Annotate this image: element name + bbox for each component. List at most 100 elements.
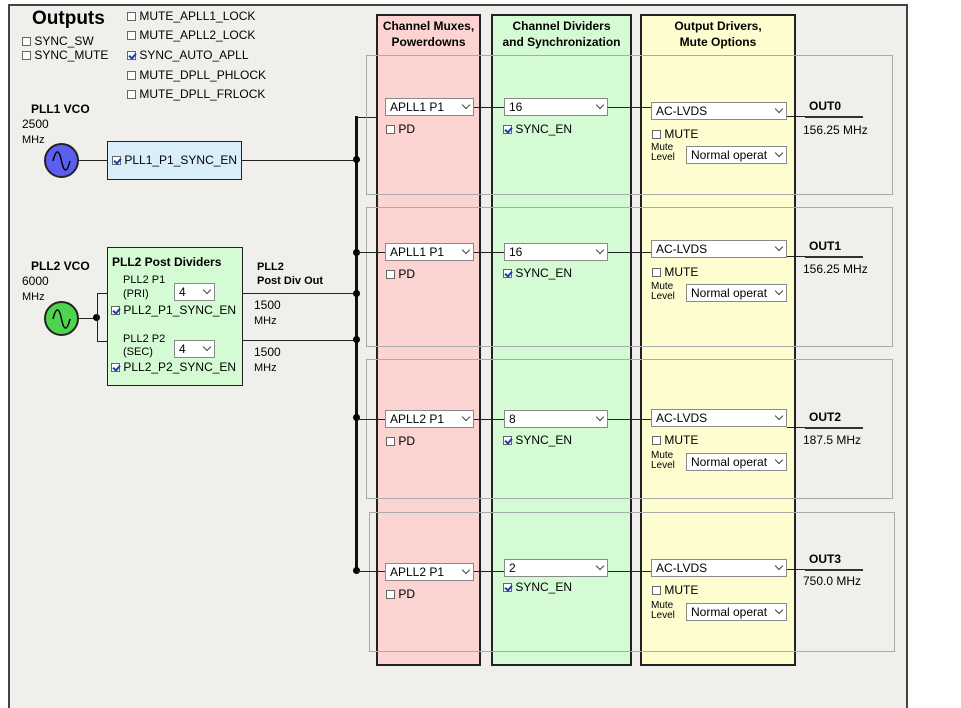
checkbox-icon[interactable] (503, 583, 512, 593)
pll2-p1-select[interactable]: 4 (174, 283, 215, 301)
checkbox-icon[interactable] (22, 51, 31, 61)
chevron-down-icon (461, 100, 471, 110)
chevron-down-icon (595, 100, 605, 110)
checkbox-icon[interactable] (111, 306, 120, 316)
mux-column-header: Channel Muxes,Powerdowns (382, 19, 475, 49)
channel-1-sync-checkbox[interactable]: SYNC_EN (503, 266, 572, 280)
channel-0-pd-checkbox[interactable]: PD (386, 122, 415, 136)
channel-3-mux-select[interactable]: APLL2 P1 (385, 563, 474, 581)
checkbox-icon[interactable] (503, 436, 512, 446)
channel-2-pd-checkbox[interactable]: PD (386, 434, 415, 448)
outputs-title: Outputs (32, 8, 105, 29)
chevron-down-icon (774, 286, 784, 296)
channel-3-divider-select[interactable]: 2 (504, 559, 608, 577)
channel-0-sync-checkbox[interactable]: SYNC_EN (503, 122, 572, 136)
pll2-post-div-title: PLL2 Post Dividers (112, 255, 222, 269)
channel-2-out-freq: 187.5 MHz (803, 433, 862, 447)
checkbox-icon[interactable] (127, 71, 136, 81)
channel-3-out-name: OUT3 (809, 552, 842, 566)
channel-3-mute-checkbox[interactable]: MUTE (652, 583, 698, 597)
chevron-down-icon (461, 412, 471, 422)
channel-0-driver-select[interactable]: AC-LVDS (651, 102, 787, 120)
channel-1-pd-checkbox[interactable]: PD (386, 267, 415, 281)
mute-dpll-frlock-checkbox[interactable]: MUTE_DPLL_FRLOCK (127, 87, 265, 101)
pll2-p2-select[interactable]: 4 (174, 340, 215, 358)
channel-0-out-freq: 156.25 MHz (803, 123, 868, 137)
pll2-out-title: PLL2 (257, 261, 284, 273)
sync-sw-checkbox[interactable]: SYNC_SW (22, 34, 94, 48)
checkbox-icon[interactable] (386, 125, 395, 135)
channel-0-mute-level-select[interactable]: Normal operat (686, 146, 787, 164)
channel-2-mux-select[interactable]: APLL2 P1 (385, 410, 474, 428)
channel-3-driver-select[interactable]: AC-LVDS (651, 559, 787, 577)
channel-1-mux-select[interactable]: APLL1 P1 (385, 243, 474, 261)
channel-3-out-freq: 750.0 MHz (803, 574, 862, 588)
channel-0-mux-select[interactable]: APLL1 P1 (385, 98, 474, 116)
pll2-out1-unit: MHz (254, 315, 277, 327)
checkbox-icon[interactable] (111, 363, 120, 373)
chevron-down-icon (774, 455, 784, 465)
chevron-down-icon (461, 565, 471, 575)
pll2-freq: 6000 (22, 274, 49, 288)
pll2-unit: MHz (22, 291, 45, 303)
channel-1-divider-select[interactable]: 16 (504, 243, 608, 261)
channel-muxes-column (376, 14, 481, 666)
channel-1-driver-select[interactable]: AC-LVDS (651, 240, 787, 258)
mute-dpll-phlock-checkbox[interactable]: MUTE_DPLL_PHLOCK (127, 68, 266, 82)
checkbox-icon[interactable] (127, 31, 136, 41)
pll1-vco-title: PLL1 VCO (31, 102, 90, 116)
pll1-sync-box (107, 141, 242, 180)
pll2-out-subtitle: Post Div Out (257, 275, 324, 287)
chevron-down-icon (202, 285, 212, 295)
pll2-p1-sync-checkbox[interactable]: PLL2_P1_SYNC_EN (111, 303, 236, 317)
checkbox-icon[interactable] (652, 586, 661, 596)
channel-3-sync-checkbox[interactable]: SYNC_EN (503, 580, 572, 594)
channel-1-mute-level-select[interactable]: Normal operat (686, 284, 787, 302)
channel-2-driver-select[interactable]: AC-LVDS (651, 409, 787, 427)
chevron-down-icon (595, 561, 605, 571)
checkbox-icon[interactable] (503, 269, 512, 279)
chevron-down-icon (774, 148, 784, 158)
channel-2-sync-checkbox[interactable]: SYNC_EN (503, 433, 572, 447)
channel-0-divider-select[interactable]: 16 (504, 98, 608, 116)
checkbox-icon[interactable] (652, 436, 661, 446)
chevron-down-icon (461, 245, 471, 255)
checkbox-icon[interactable] (112, 156, 121, 166)
channel-2-box (366, 359, 893, 499)
chevron-down-icon (595, 412, 605, 422)
checkbox-icon[interactable] (127, 51, 136, 61)
channel-3-mute-level-select[interactable]: Normal operat (686, 603, 787, 621)
chevron-down-icon (774, 411, 784, 421)
channel-3-pd-checkbox[interactable]: PD (386, 587, 415, 601)
pll2-vco-title: PLL2 VCO (31, 259, 90, 273)
pll2-p2-sync-checkbox[interactable]: PLL2_P2_SYNC_EN (111, 360, 236, 374)
channel-2-out-name: OUT2 (809, 410, 842, 424)
checkbox-icon[interactable] (386, 270, 395, 280)
channel-1-mute-checkbox[interactable]: MUTE (652, 265, 698, 279)
mute-apll1-lock-checkbox[interactable]: MUTE_APLL1_LOCK (127, 9, 255, 23)
channel-2-mute-checkbox[interactable]: MUTE (652, 433, 698, 447)
channel-2-divider-select[interactable]: 8 (504, 410, 608, 428)
checkbox-icon[interactable] (652, 268, 661, 278)
pll2-out2-unit: MHz (254, 362, 277, 374)
checkbox-icon[interactable] (386, 590, 395, 600)
channel-2-mute-level-select[interactable]: Normal operat (686, 453, 787, 471)
checkbox-icon[interactable] (652, 130, 661, 140)
checkbox-icon[interactable] (386, 437, 395, 447)
channel-0-mute-checkbox[interactable]: MUTE (652, 127, 698, 141)
checkbox-icon[interactable] (22, 37, 31, 47)
mute-apll2-lock-checkbox[interactable]: MUTE_APLL2_LOCK (127, 28, 255, 42)
sync-auto-apll-checkbox[interactable]: SYNC_AUTO_APLL (127, 48, 249, 62)
checkbox-icon[interactable] (503, 125, 512, 135)
channel-3-box (369, 512, 895, 652)
checkbox-icon[interactable] (127, 90, 136, 100)
pll1-sync-checkbox[interactable]: PLL1_P1_SYNC_EN (112, 153, 237, 167)
chevron-down-icon (595, 245, 605, 255)
sync-mute-checkbox[interactable]: SYNC_MUTE (22, 48, 108, 62)
output-drivers-column (640, 14, 796, 666)
checkbox-icon[interactable] (127, 12, 136, 22)
chevron-down-icon (774, 242, 784, 252)
